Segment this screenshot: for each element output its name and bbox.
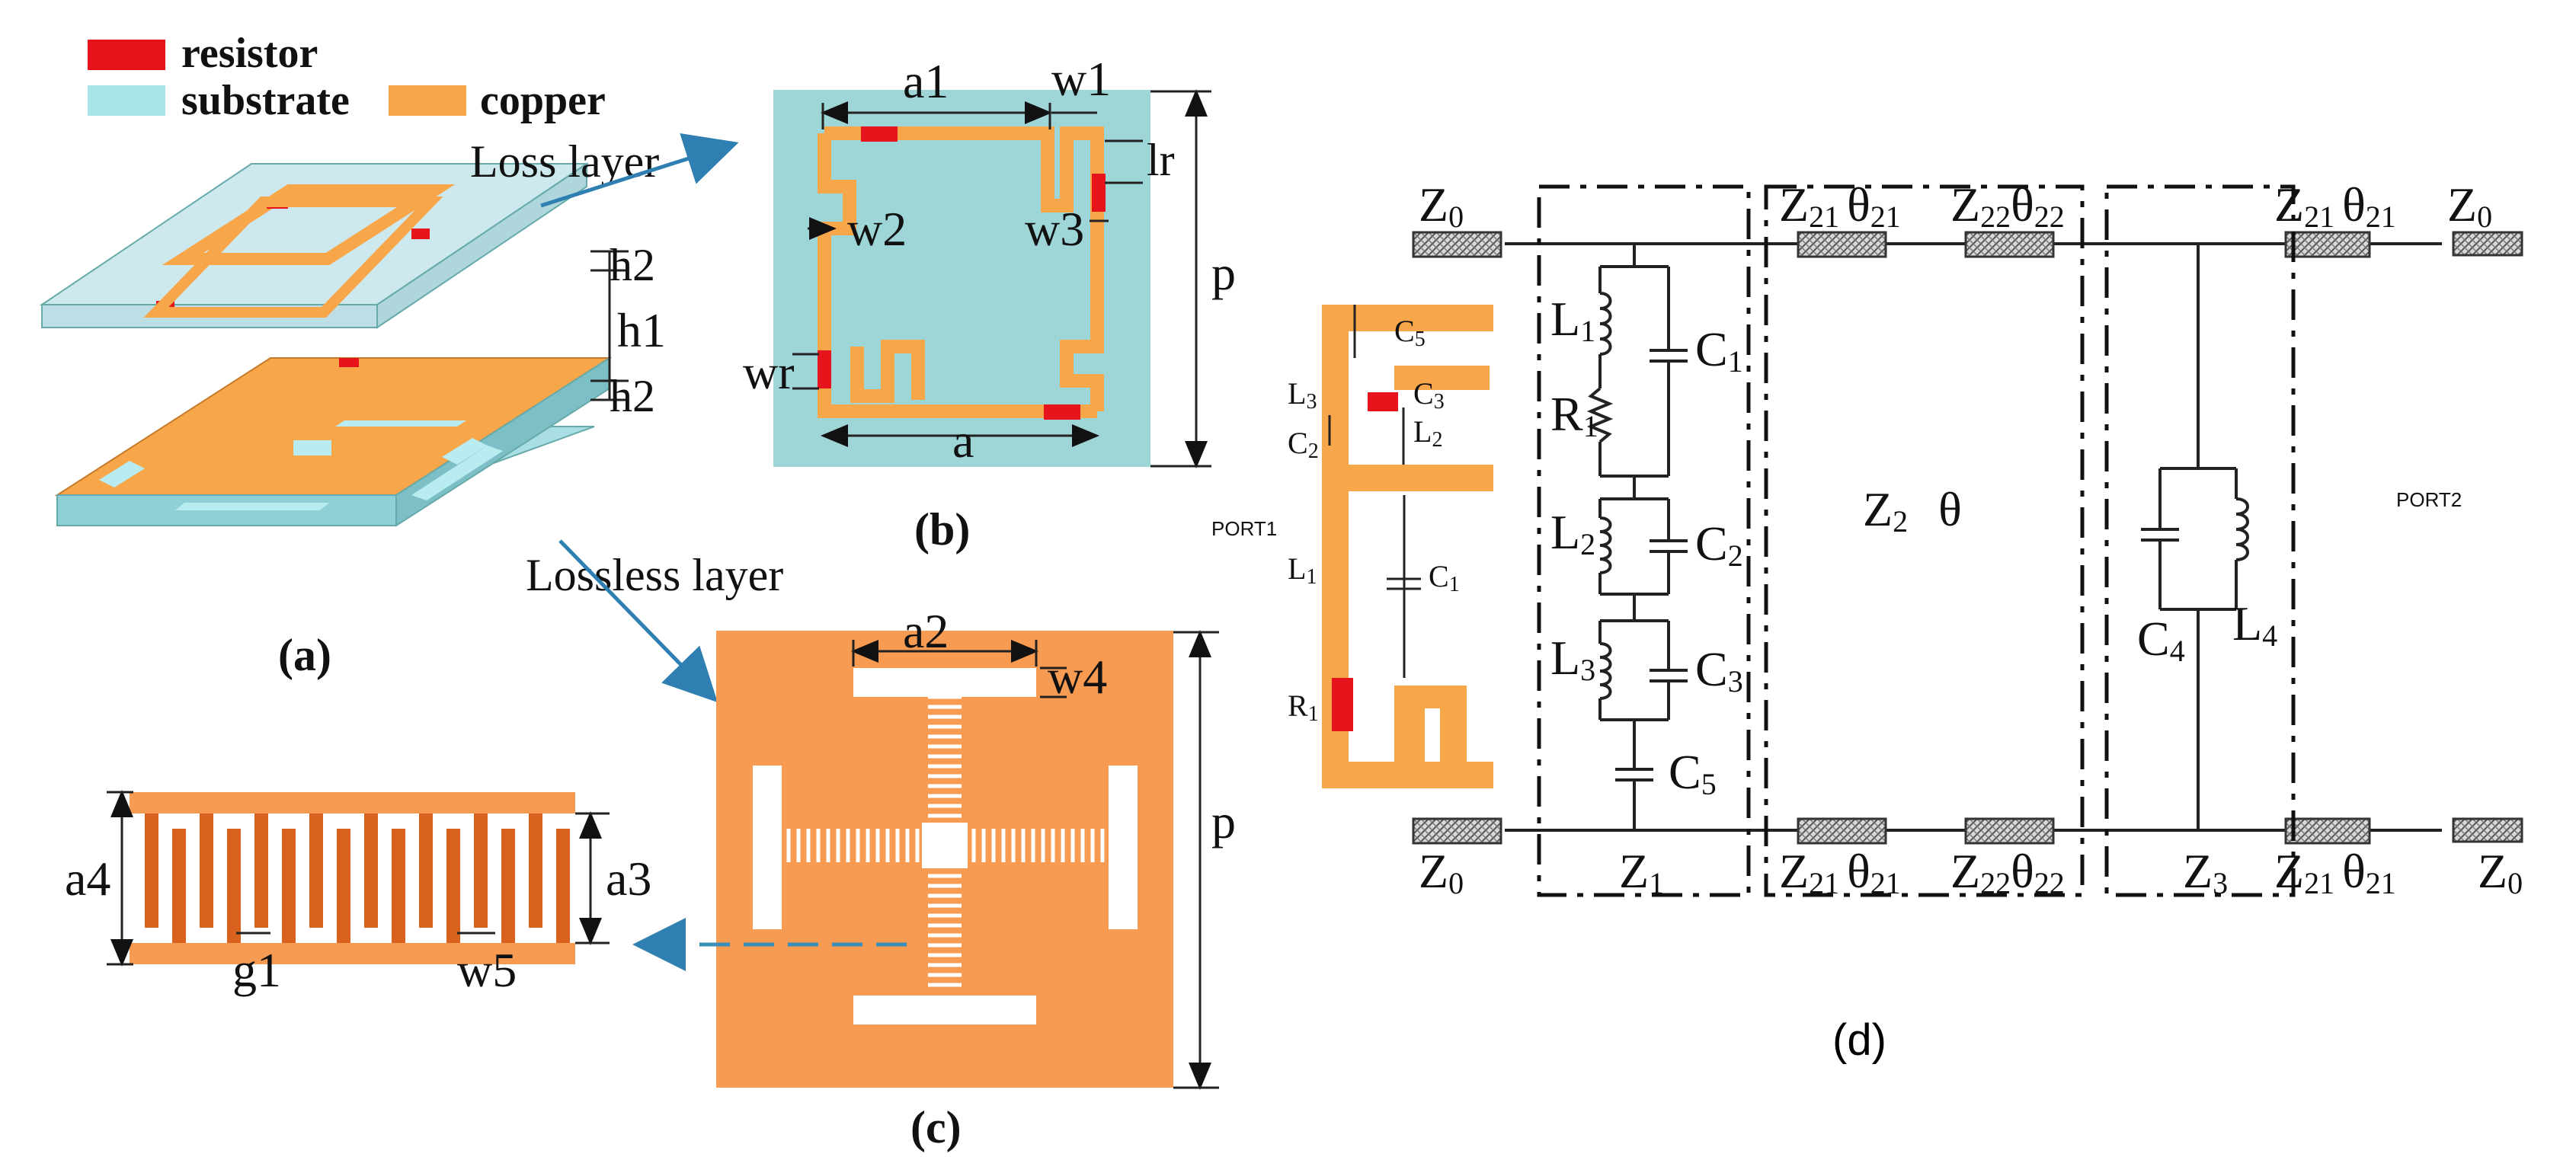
z0-label-top-right: Z0 bbox=[2447, 177, 2492, 234]
c-g1-label: g1 bbox=[232, 943, 281, 997]
L4-label: L4 bbox=[2232, 596, 2277, 653]
z0-tl-block-bottom-left bbox=[1412, 817, 1502, 845]
c-a3-label: a3 bbox=[606, 852, 651, 906]
b-w2-label: w2 bbox=[847, 202, 907, 256]
z0-label-bottom-right: Z0 bbox=[2478, 844, 2523, 900]
b-w1-label: w1 bbox=[1051, 52, 1111, 106]
inset-L2-label: L2 bbox=[1413, 414, 1442, 452]
z22-label-bottom: Z22θ22 bbox=[1950, 844, 2065, 900]
panel-b-loss-unit-cell bbox=[773, 89, 1211, 468]
C2-label: C2 bbox=[1695, 516, 1743, 573]
z0-tl-block-bottom-right bbox=[2452, 817, 2523, 843]
b-lr-label: lr bbox=[1147, 135, 1175, 185]
L2-label: L2 bbox=[1550, 505, 1595, 561]
caption-c: (c) bbox=[910, 1102, 962, 1152]
c-w5-label: w5 bbox=[457, 943, 517, 997]
loss-layer-arrow bbox=[540, 133, 739, 208]
c-a4-label: a4 bbox=[65, 852, 110, 906]
c-p-label: p bbox=[1211, 794, 1236, 849]
z0-tl-block-top-left bbox=[1412, 231, 1502, 258]
z0-label-top-left: Z0 bbox=[1419, 177, 1464, 234]
panel-c-lossless-unit-cell bbox=[716, 630, 1219, 1090]
C4-label: C4 bbox=[2137, 612, 2185, 668]
inset-C1-label: C1 bbox=[1429, 559, 1460, 596]
caption-d: (d) bbox=[1832, 1015, 1886, 1065]
legend: resistor substrate copper bbox=[88, 30, 606, 124]
inset-L1-label: L1 bbox=[1288, 551, 1317, 589]
lossless-layer-label: Lossless layer bbox=[526, 550, 783, 600]
z0-label-bottom-left: Z0 bbox=[1419, 844, 1464, 900]
inset-C3-label: C3 bbox=[1413, 376, 1445, 414]
legend-copper-label: copper bbox=[480, 77, 606, 124]
legend-resistor-swatch bbox=[88, 40, 165, 70]
caption-b: (b) bbox=[914, 504, 970, 555]
inset-L3-label: L3 bbox=[1288, 376, 1317, 414]
panel-a-3d-view bbox=[39, 162, 613, 527]
port1-label: PORT1 bbox=[1211, 517, 1277, 540]
R1-label: R1 bbox=[1550, 387, 1598, 443]
L3-label: L3 bbox=[1550, 631, 1595, 687]
h2-top-label: h2 bbox=[610, 240, 655, 290]
z3-label: Z3 bbox=[2183, 844, 2228, 900]
z22-label-top: Z22θ22 bbox=[1950, 177, 2065, 234]
loss-layer-label: Loss layer bbox=[470, 136, 659, 187]
b-a-label: a bbox=[952, 414, 974, 468]
legend-substrate-swatch bbox=[88, 85, 165, 116]
C3-label: C3 bbox=[1695, 642, 1743, 698]
legend-substrate-label: substrate bbox=[181, 77, 350, 124]
inset-R1-label: R1 bbox=[1288, 689, 1319, 726]
interdigital-zoom bbox=[107, 790, 610, 967]
b-a1-label: a1 bbox=[903, 54, 949, 108]
h2-bottom-label: h2 bbox=[610, 371, 655, 421]
c-w4-label: w4 bbox=[1048, 650, 1107, 704]
b-p-label: p bbox=[1211, 246, 1236, 300]
h1-label: h1 bbox=[617, 303, 666, 357]
C5-label: C5 bbox=[1669, 745, 1717, 801]
b-w3-label: w3 bbox=[1025, 202, 1084, 256]
panel-d-equivalent-circuit bbox=[1322, 184, 2523, 897]
lossless-layer-arrow bbox=[558, 539, 718, 703]
inset-C2-label: C2 bbox=[1288, 426, 1319, 463]
legend-resistor-label: resistor bbox=[181, 30, 318, 77]
legend-copper-swatch bbox=[389, 85, 466, 116]
caption-a: (a) bbox=[278, 630, 331, 680]
C1-label: C1 bbox=[1695, 322, 1743, 379]
inset-C5-label: C5 bbox=[1394, 314, 1426, 351]
port2-label: PORT2 bbox=[2396, 488, 2462, 511]
c-a2-label: a2 bbox=[903, 604, 949, 658]
height-dimensions bbox=[590, 250, 629, 401]
b-wr-label: wr bbox=[743, 345, 795, 399]
L1-label: L1 bbox=[1550, 292, 1595, 348]
z1-label: Z1 bbox=[1619, 844, 1664, 900]
z0-tl-block-top-right bbox=[2452, 231, 2523, 257]
